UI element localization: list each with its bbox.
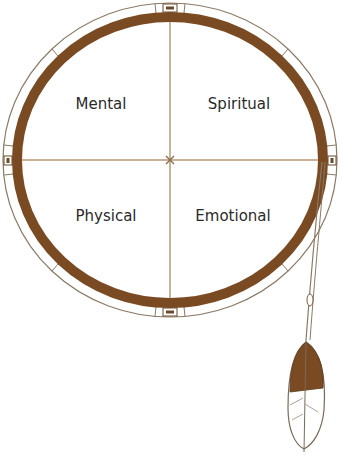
quadrant-label: Physical <box>73 207 138 225</box>
cardinal-markers <box>4 4 336 316</box>
cross-lines <box>22 22 318 298</box>
quadrant-label: Spiritual <box>206 95 272 113</box>
ring-separators <box>4 4 336 317</box>
feather <box>288 340 324 452</box>
outer-ring <box>3 3 337 317</box>
quadrant-label: Mental <box>74 95 129 113</box>
wheel-band <box>17 17 323 303</box>
marker-glyphs <box>7 7 334 314</box>
quadrant-label: Emotional <box>193 207 272 225</box>
bead <box>307 294 313 306</box>
hanging-string <box>306 162 322 340</box>
center-knot <box>166 156 174 164</box>
